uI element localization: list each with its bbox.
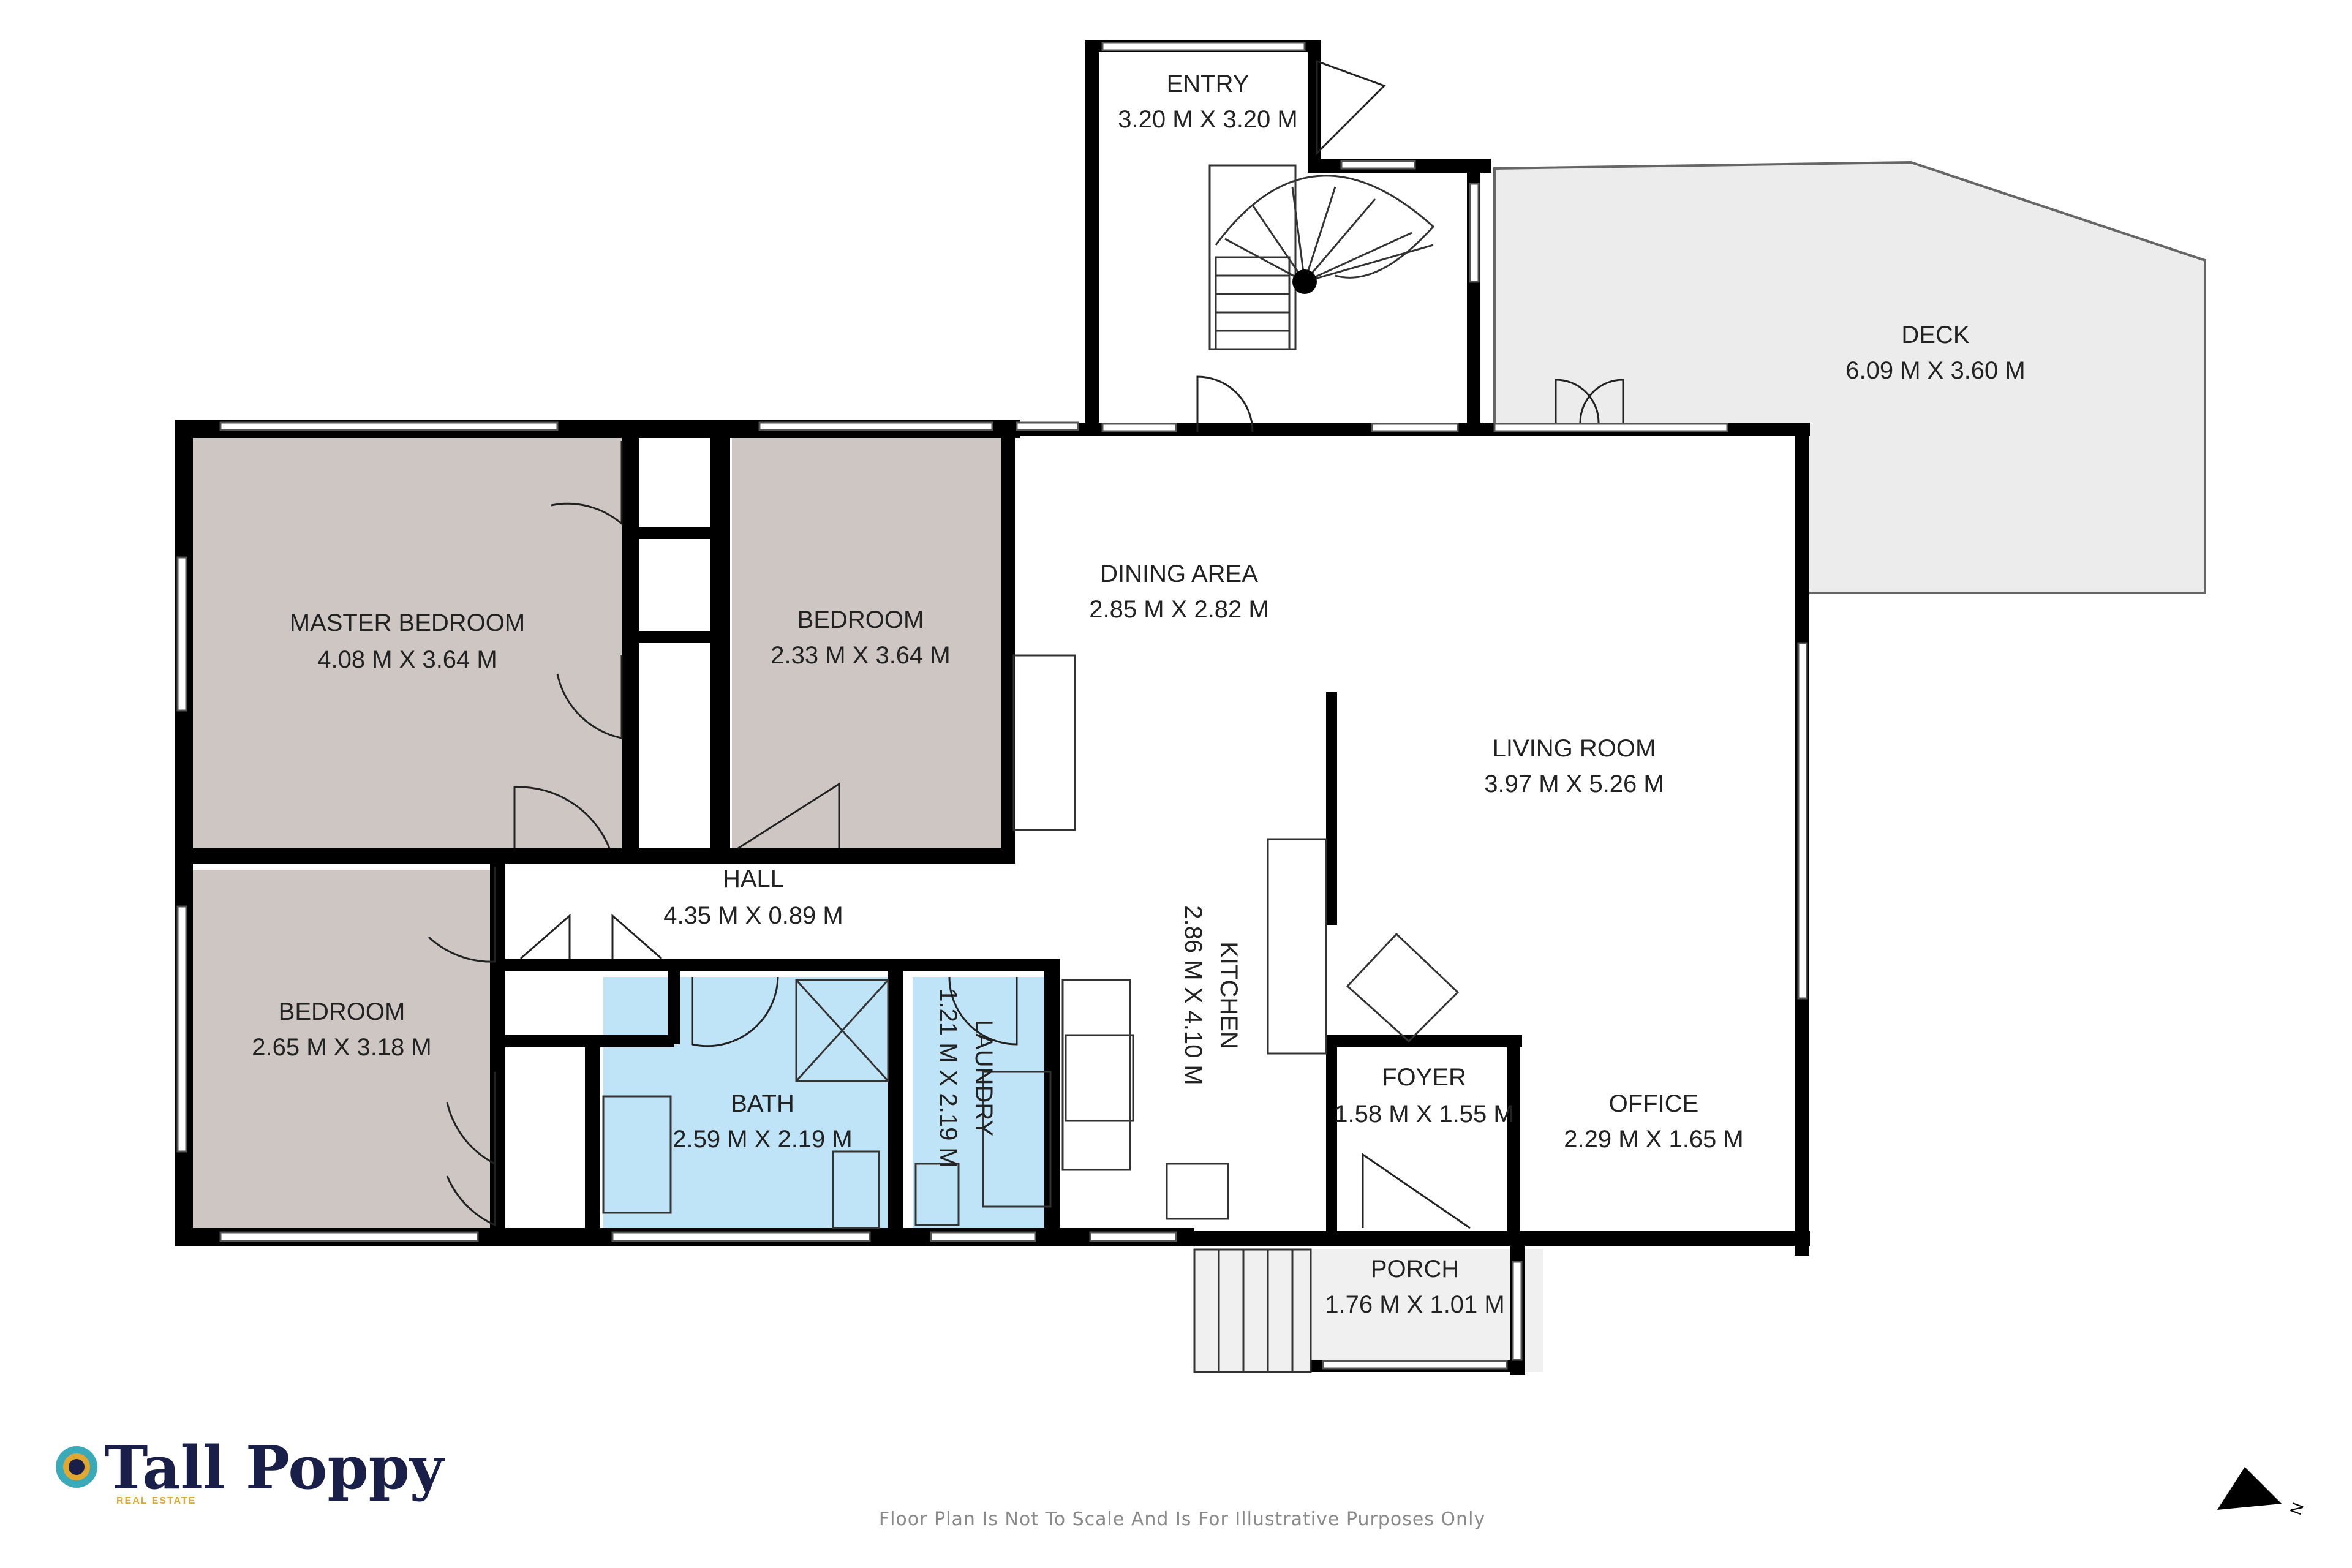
porch-area: [1194, 1250, 1544, 1372]
deck-dims: 6.09 M X 3.60 M: [1845, 357, 2025, 384]
compass-label: N: [2286, 1500, 2307, 1517]
laundry-tub: [982, 1071, 1052, 1208]
bath-name: BATH: [731, 1090, 794, 1117]
hall-name: HALL: [723, 865, 784, 892]
logo-mark-core: [69, 1459, 85, 1475]
kitchen-dims: 2.86 M X 4.10 M: [1180, 905, 1207, 1085]
logo-name: Tall Poppy: [104, 1433, 446, 1502]
laundry-name: LAUNDRY: [970, 1020, 997, 1136]
stair-post-icon: [1292, 270, 1317, 294]
kitchen-sink: [1166, 1163, 1229, 1220]
bedroom-3-name: BEDROOM: [279, 998, 405, 1025]
living-room-dims: 3.97 M X 5.26 M: [1484, 771, 1664, 797]
master-bedroom-name: MASTER BEDROOM: [290, 609, 525, 636]
hall-dims: 4.35 M X 0.89 M: [663, 902, 843, 929]
bath-area: [603, 977, 888, 1228]
entry-name: ENTRY: [1167, 70, 1250, 97]
dining-area-dims: 2.85 M X 2.82 M: [1089, 596, 1268, 623]
deck-name: DECK: [1901, 322, 1969, 349]
laundry-dims: 1.21 M X 2.19 M: [935, 988, 962, 1167]
compass: N: [2217, 1467, 2307, 1517]
fireplace-icon: [1346, 932, 1460, 1043]
bedroom-3-dims: 2.65 M X 3.18 M: [252, 1034, 431, 1061]
spiral-staircase: [1208, 164, 1435, 350]
fireplace-hearth: [1012, 654, 1076, 831]
bedroom-3-area: [190, 870, 499, 1231]
brand-logo: Tall Poppy REAL ESTATE: [56, 1433, 446, 1506]
logo-tagline: REAL ESTATE: [116, 1496, 196, 1506]
washer: [914, 1163, 960, 1226]
porch-dims: 1.76 M X 1.01 M: [1325, 1291, 1504, 1318]
doors: [428, 59, 1624, 1229]
room-labels: ENTRY 3.20 M X 3.20 M DECK 6.09 M X 3.60…: [252, 70, 2025, 1318]
foyer-dims: 1.58 M X 1.55 M: [1334, 1101, 1513, 1128]
entry-dims: 3.20 M X 3.20 M: [1118, 106, 1297, 133]
counter: [1267, 838, 1327, 1055]
office-name: OFFICE: [1609, 1090, 1699, 1117]
laundry-area: [913, 977, 1050, 1228]
north-arrow-icon: [2217, 1467, 2282, 1510]
toilet: [832, 1150, 880, 1229]
porch-name: PORCH: [1371, 1256, 1459, 1283]
dining-area-name: DINING AREA: [1100, 560, 1258, 587]
kitchen-name: KITCHEN: [1215, 941, 1242, 1049]
foyer-name: FOYER: [1382, 1064, 1466, 1091]
bedroom-2-dims: 2.33 M X 3.64 M: [771, 642, 950, 669]
bedroom-2-name: BEDROOM: [797, 606, 924, 633]
windows: [176, 42, 1808, 1370]
bath-dims: 2.59 M X 2.19 M: [673, 1126, 852, 1153]
master-bedroom-dims: 4.08 M X 3.64 M: [317, 646, 497, 673]
living-room-name: LIVING ROOM: [1493, 735, 1656, 762]
disclaimer-text: Floor Plan Is Not To Scale And Is For Il…: [879, 1509, 1485, 1530]
porch-steps: [1193, 1248, 1312, 1373]
bedroom-2-area: [732, 438, 1001, 858]
room-fills: [190, 160, 2206, 1372]
shower: [795, 979, 889, 1082]
bath-vanity: [602, 1095, 672, 1214]
stovetop: [1065, 1034, 1134, 1122]
fixtures: [602, 654, 1460, 1229]
master-bedroom-area: [190, 438, 637, 858]
office-dims: 2.29 M X 1.65 M: [1564, 1126, 1743, 1153]
kitchen-bench: [1061, 979, 1131, 1171]
